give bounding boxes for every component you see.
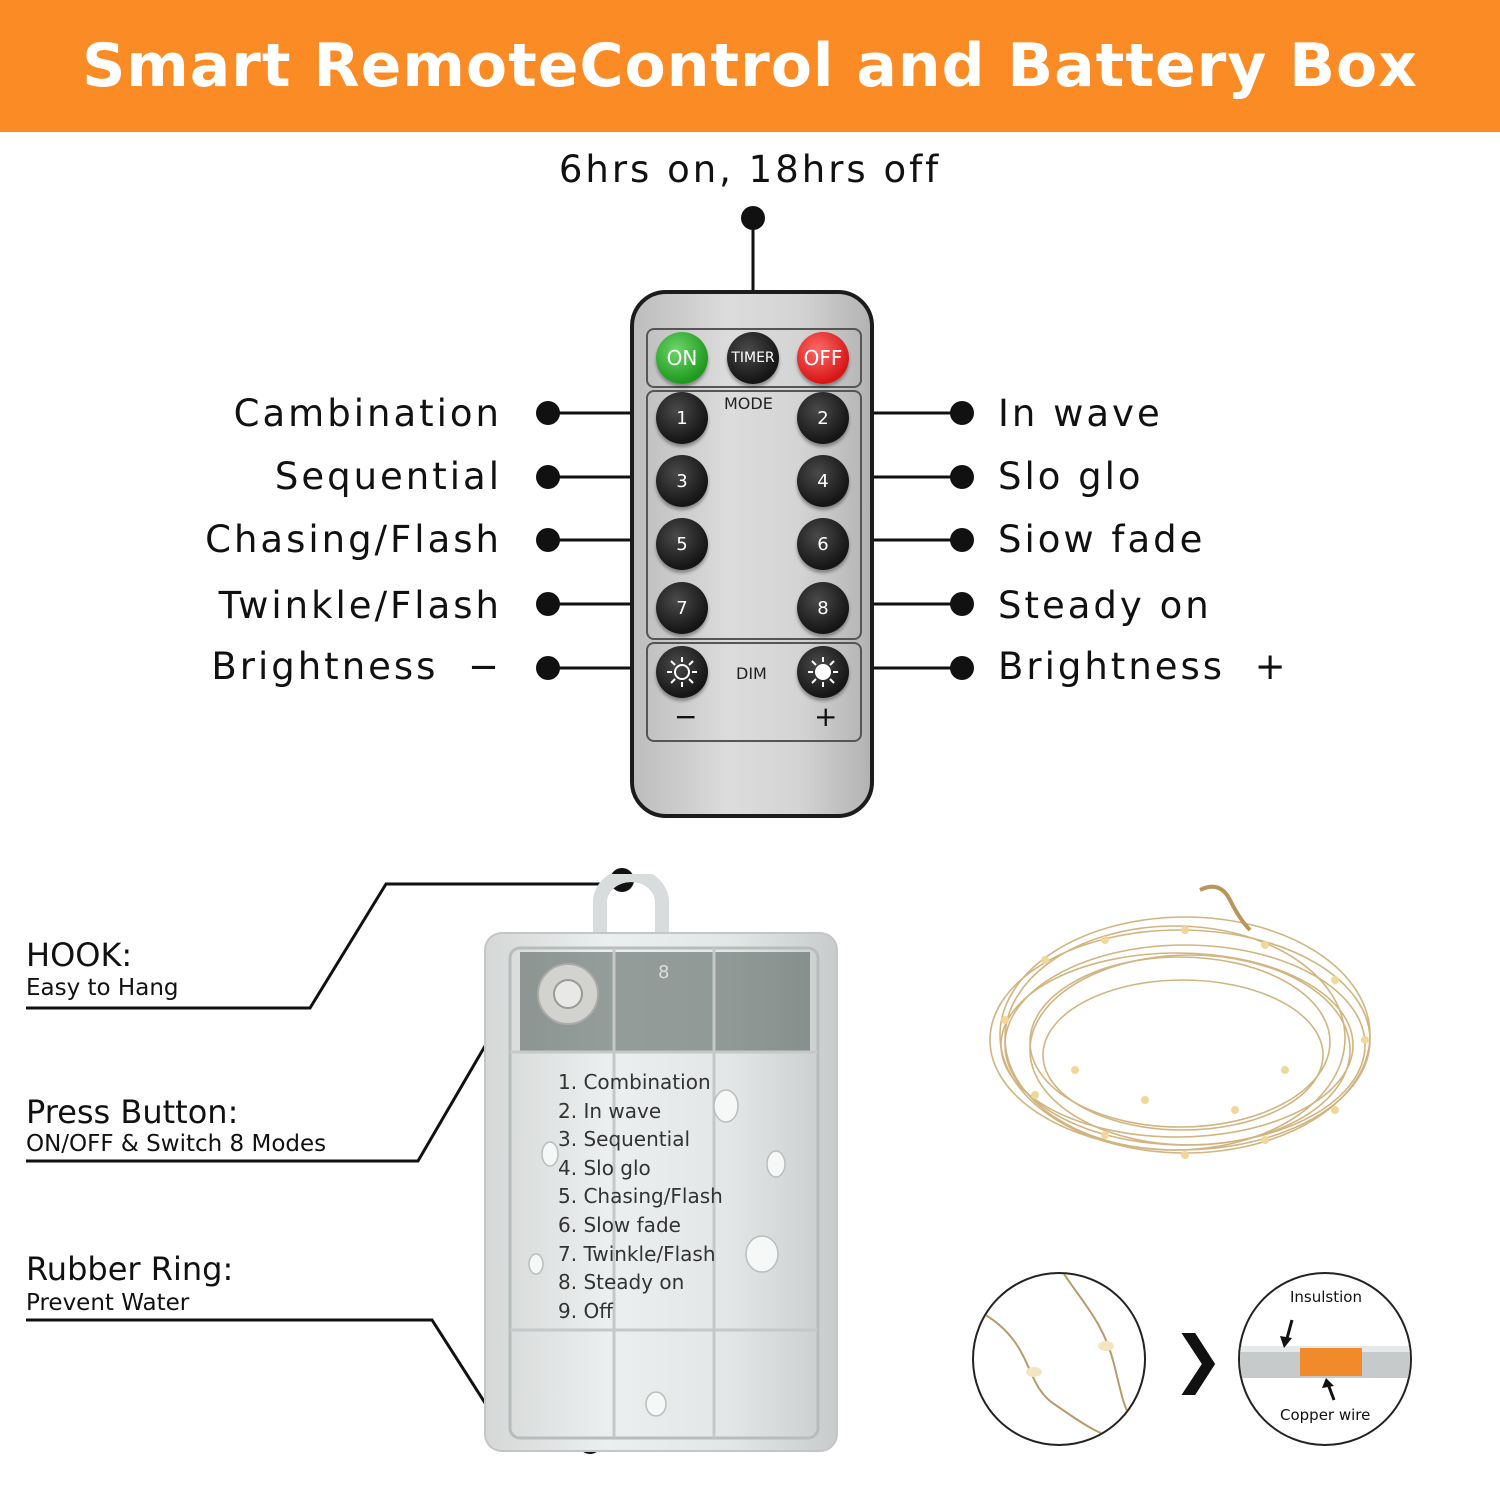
mode-button-8[interactable]: 8 <box>797 582 849 634</box>
timer-note: 6hrs on, 18hrs off <box>558 148 942 191</box>
plus-sign: + <box>814 700 838 733</box>
mode-button-7[interactable]: 7 <box>656 582 708 634</box>
mode-button-6[interactable]: 6 <box>797 518 849 570</box>
on-button[interactable]: ON <box>656 332 708 384</box>
rubber-ring-subtitle: Prevent Water <box>26 1290 190 1316</box>
press-button-title: Press Button: <box>26 1093 239 1131</box>
rubber-ring-title: Rubber Ring: <box>26 1250 234 1288</box>
wire-cross-section-image <box>1240 1319 1410 1401</box>
label-twinkle-flash: Twinkle/Flash <box>218 584 502 627</box>
mode-panel <box>646 390 862 640</box>
hook-icon <box>593 874 669 940</box>
off-button[interactable]: OFF <box>797 332 849 384</box>
timer-label: TIMER <box>731 350 775 366</box>
label-steady-on: Steady on <box>998 584 1212 627</box>
mode-label: MODE <box>724 394 773 413</box>
wire-closeup <box>972 1272 1146 1446</box>
label-brightness-minus: Brightness − <box>211 645 502 688</box>
wire-coil-image <box>989 884 1371 1159</box>
battery-mode-item: 3. Sequential <box>558 1127 691 1152</box>
chevron-right-icon: ❯ <box>1172 1322 1224 1395</box>
label-sequential: Sequential <box>274 455 502 498</box>
brightness-down-button[interactable] <box>656 646 708 698</box>
dim-label: DIM <box>736 664 767 683</box>
label-slo-glo: Slo glo <box>998 455 1144 498</box>
brightness-up-button[interactable] <box>797 646 849 698</box>
dim-panel <box>646 642 862 742</box>
banner-title: Smart RemoteControl and Battery Box <box>82 31 1418 101</box>
battery-box-detail <box>508 946 820 1440</box>
label-cambination: Cambination <box>233 392 502 435</box>
hook-subtitle: Easy to Hang <box>26 975 179 1001</box>
off-label: OFF <box>803 346 843 370</box>
power-panel <box>646 328 862 388</box>
mode-button-label: 2 <box>817 407 829 429</box>
insulation-label: Insulstion <box>1290 1288 1362 1306</box>
sun-icon <box>667 657 697 687</box>
on-label: ON <box>666 346 698 370</box>
title-banner: Smart RemoteControl and Battery Box <box>0 0 1500 132</box>
battery-mode-item: 5. Chasing/Flash <box>558 1184 723 1209</box>
copper-wire-label: Copper wire <box>1280 1406 1371 1424</box>
mode-button-label: 3 <box>676 470 688 492</box>
label-in-wave: In wave <box>998 392 1163 435</box>
battery-mode-item: 8. Steady on <box>558 1270 685 1295</box>
label-chasing-flash: Chasing/Flash <box>205 518 502 561</box>
mode-button-3[interactable]: 3 <box>656 455 708 507</box>
minus-sign: − <box>674 700 698 733</box>
wire-closeup-image <box>983 1274 1144 1444</box>
mode-button-label: 4 <box>817 470 829 492</box>
mode-button-1[interactable]: 1 <box>656 392 708 444</box>
wire-cross-section: Insulstion Copper wire <box>1238 1272 1412 1446</box>
battery-mode-item: 6. Slow fade <box>558 1212 681 1237</box>
battery-mode-item: 9. Off <box>558 1298 613 1323</box>
battery-mode-item: 7. Twinkle/Flash <box>558 1241 716 1266</box>
press-button-subtitle: ON/OFF & Switch 8 Modes <box>26 1131 327 1157</box>
sun-icon <box>808 657 838 687</box>
battery-mode-item: 1. Combination <box>558 1070 711 1094</box>
mode-button-label: 8 <box>817 597 829 619</box>
battery-mode-item: 2. In wave <box>558 1098 662 1123</box>
mode-button-5[interactable]: 5 <box>656 518 708 570</box>
mode-button-label: 5 <box>676 533 688 555</box>
hook-title: HOOK: <box>26 936 133 974</box>
label-siow-fade: Siow fade <box>998 518 1206 561</box>
mode-button-4[interactable]: 4 <box>797 455 849 507</box>
battery-top-mark: 8 <box>658 962 670 983</box>
battery-mode-item: 4. Slo glo <box>558 1155 651 1180</box>
mode-button-2[interactable]: 2 <box>797 392 849 444</box>
mode-button-label: 7 <box>676 597 688 619</box>
timer-button[interactable]: TIMER <box>727 332 779 384</box>
mode-button-label: 6 <box>817 533 829 555</box>
battery-mode-list: 1. Combination 2. In wave 3. Sequential … <box>558 1068 723 1325</box>
mode-button-label: 1 <box>676 407 688 429</box>
battery-box: 8 <box>484 932 838 1452</box>
remote-control: ON TIMER OFF MODE 1 2 3 4 5 6 7 8 DIM − … <box>630 290 874 818</box>
label-brightness-plus: Brightness + <box>998 645 1289 688</box>
